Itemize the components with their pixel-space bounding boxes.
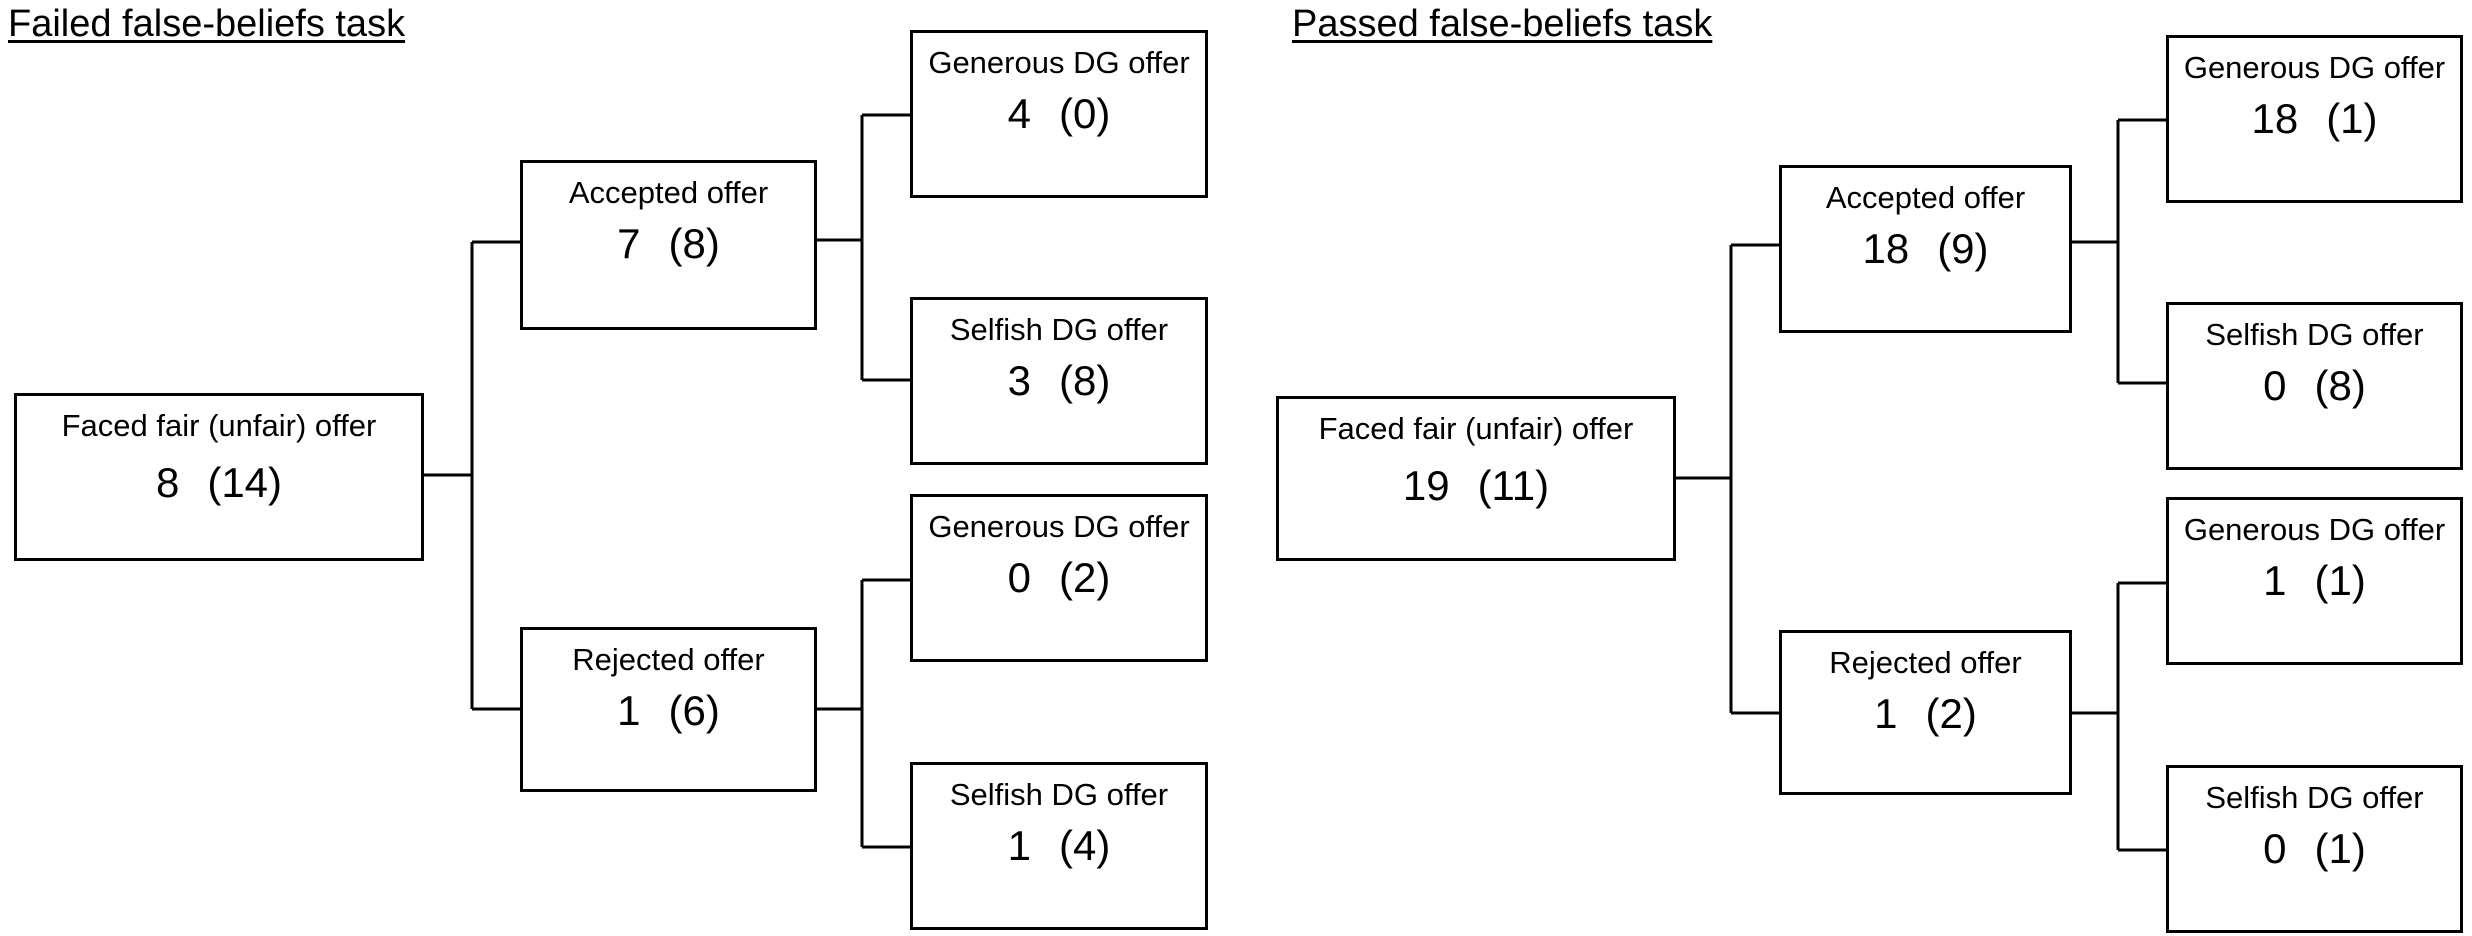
node-counts: 1 (4)	[913, 821, 1205, 871]
node-counts: 3 (8)	[913, 356, 1205, 406]
node-rejected-offer: Rejected offer 1 (2)	[1779, 630, 2072, 795]
node-rejected-generous-dg: Generous DG offer 0 (2)	[910, 494, 1208, 662]
unfair-count: (2)	[1925, 690, 1977, 737]
unfair-count: (8)	[2314, 362, 2366, 409]
fair-count: 0	[2263, 825, 2287, 872]
panel-title: Passed false-beliefs task	[1292, 3, 1713, 45]
node-accepted-generous-dg: Generous DG offer 4 (0)	[910, 30, 1208, 198]
fair-count: 0	[2263, 362, 2287, 409]
node-accepted-selfish-dg: Selfish DG offer 3 (8)	[910, 297, 1208, 465]
fair-count: 3	[1007, 357, 1031, 404]
node-label: Faced fair (unfair) offer	[1318, 411, 1634, 446]
panel-failed: Failed false-beliefs task Faced fair (un…	[8, 3, 1208, 930]
node-label: Faced fair (unfair) offer	[61, 408, 377, 443]
node-counts: 18 (9)	[1782, 224, 2069, 274]
node-counts: 19 (11)	[1279, 461, 1673, 511]
node-accepted-offer: Accepted offer 18 (9)	[1779, 165, 2072, 333]
unfair-count: (6)	[668, 687, 720, 734]
node-rejected-selfish-dg: Selfish DG offer 0 (1)	[2166, 765, 2463, 933]
node-faced-offer: Faced fair (unfair) offer 8 (14)	[14, 393, 424, 561]
node-counts: 0 (1)	[2169, 824, 2460, 874]
node-counts: 18 (1)	[2169, 94, 2460, 144]
node-label: Accepted offer	[1825, 180, 2026, 215]
node-counts: 1 (1)	[2169, 556, 2460, 606]
node-label: Selfish DG offer	[949, 312, 1169, 347]
node-counts: 0 (2)	[913, 553, 1205, 603]
fair-count: 1	[1007, 822, 1031, 869]
unfair-count: (8)	[1059, 357, 1111, 404]
unfair-count: (1)	[2326, 95, 2378, 142]
unfair-count: (14)	[207, 459, 283, 506]
node-accepted-generous-dg: Generous DG offer 18 (1)	[2166, 35, 2463, 203]
node-rejected-selfish-dg: Selfish DG offer 1 (4)	[910, 762, 1208, 930]
node-rejected-offer: Rejected offer 1 (6)	[520, 627, 817, 792]
unfair-count: (2)	[1059, 554, 1111, 601]
node-faced-offer: Faced fair (unfair) offer 19 (11)	[1276, 396, 1676, 561]
fair-count: 7	[617, 220, 641, 267]
fair-count: 18	[2251, 95, 2299, 142]
panel-passed: Passed false-beliefs task Faced fair (un…	[1236, 0, 2472, 936]
fair-count: 18	[1862, 225, 1910, 272]
node-label: Generous DG offer	[928, 509, 1190, 544]
node-counts: 1 (6)	[523, 686, 814, 736]
node-counts: 8 (14)	[17, 458, 421, 508]
unfair-count: (4)	[1059, 822, 1111, 869]
unfair-count: (0)	[1059, 90, 1111, 137]
fair-count: 1	[2263, 557, 2287, 604]
tree-connectors	[422, 113, 910, 849]
node-label: Generous DG offer	[2183, 512, 2446, 547]
fair-count: 0	[1007, 554, 1031, 601]
fair-count: 1	[1874, 690, 1898, 737]
node-rejected-generous-dg: Generous DG offer 1 (1)	[2166, 497, 2463, 665]
unfair-count: (11)	[1477, 462, 1550, 509]
node-accepted-offer: Accepted offer 7 (8)	[520, 160, 817, 330]
fair-count: 19	[1402, 462, 1450, 509]
node-counts: 0 (8)	[2169, 361, 2460, 411]
node-label: Generous DG offer	[928, 45, 1190, 80]
fair-count: 4	[1007, 90, 1031, 137]
fair-count: 1	[617, 687, 641, 734]
tree-connectors	[1676, 118, 2166, 852]
unfair-count: (9)	[1937, 225, 1989, 272]
node-label: Selfish DG offer	[949, 777, 1169, 812]
panel-title: Failed false-beliefs task	[8, 3, 406, 45]
node-label: Selfish DG offer	[2205, 317, 2424, 352]
unfair-count: (1)	[2314, 825, 2366, 872]
node-counts: 1 (2)	[1782, 689, 2069, 739]
node-label: Accepted offer	[568, 175, 769, 210]
node-counts: 7 (8)	[523, 219, 814, 269]
node-label: Rejected offer	[572, 642, 765, 677]
node-label: Rejected offer	[1829, 645, 2022, 680]
fair-count: 8	[155, 459, 180, 506]
node-counts: 4 (0)	[913, 89, 1205, 139]
node-accepted-selfish-dg: Selfish DG offer 0 (8)	[2166, 302, 2463, 470]
unfair-count: (8)	[668, 220, 720, 267]
node-label: Generous DG offer	[2183, 50, 2446, 85]
node-label: Selfish DG offer	[2205, 780, 2424, 815]
unfair-count: (1)	[2314, 557, 2366, 604]
